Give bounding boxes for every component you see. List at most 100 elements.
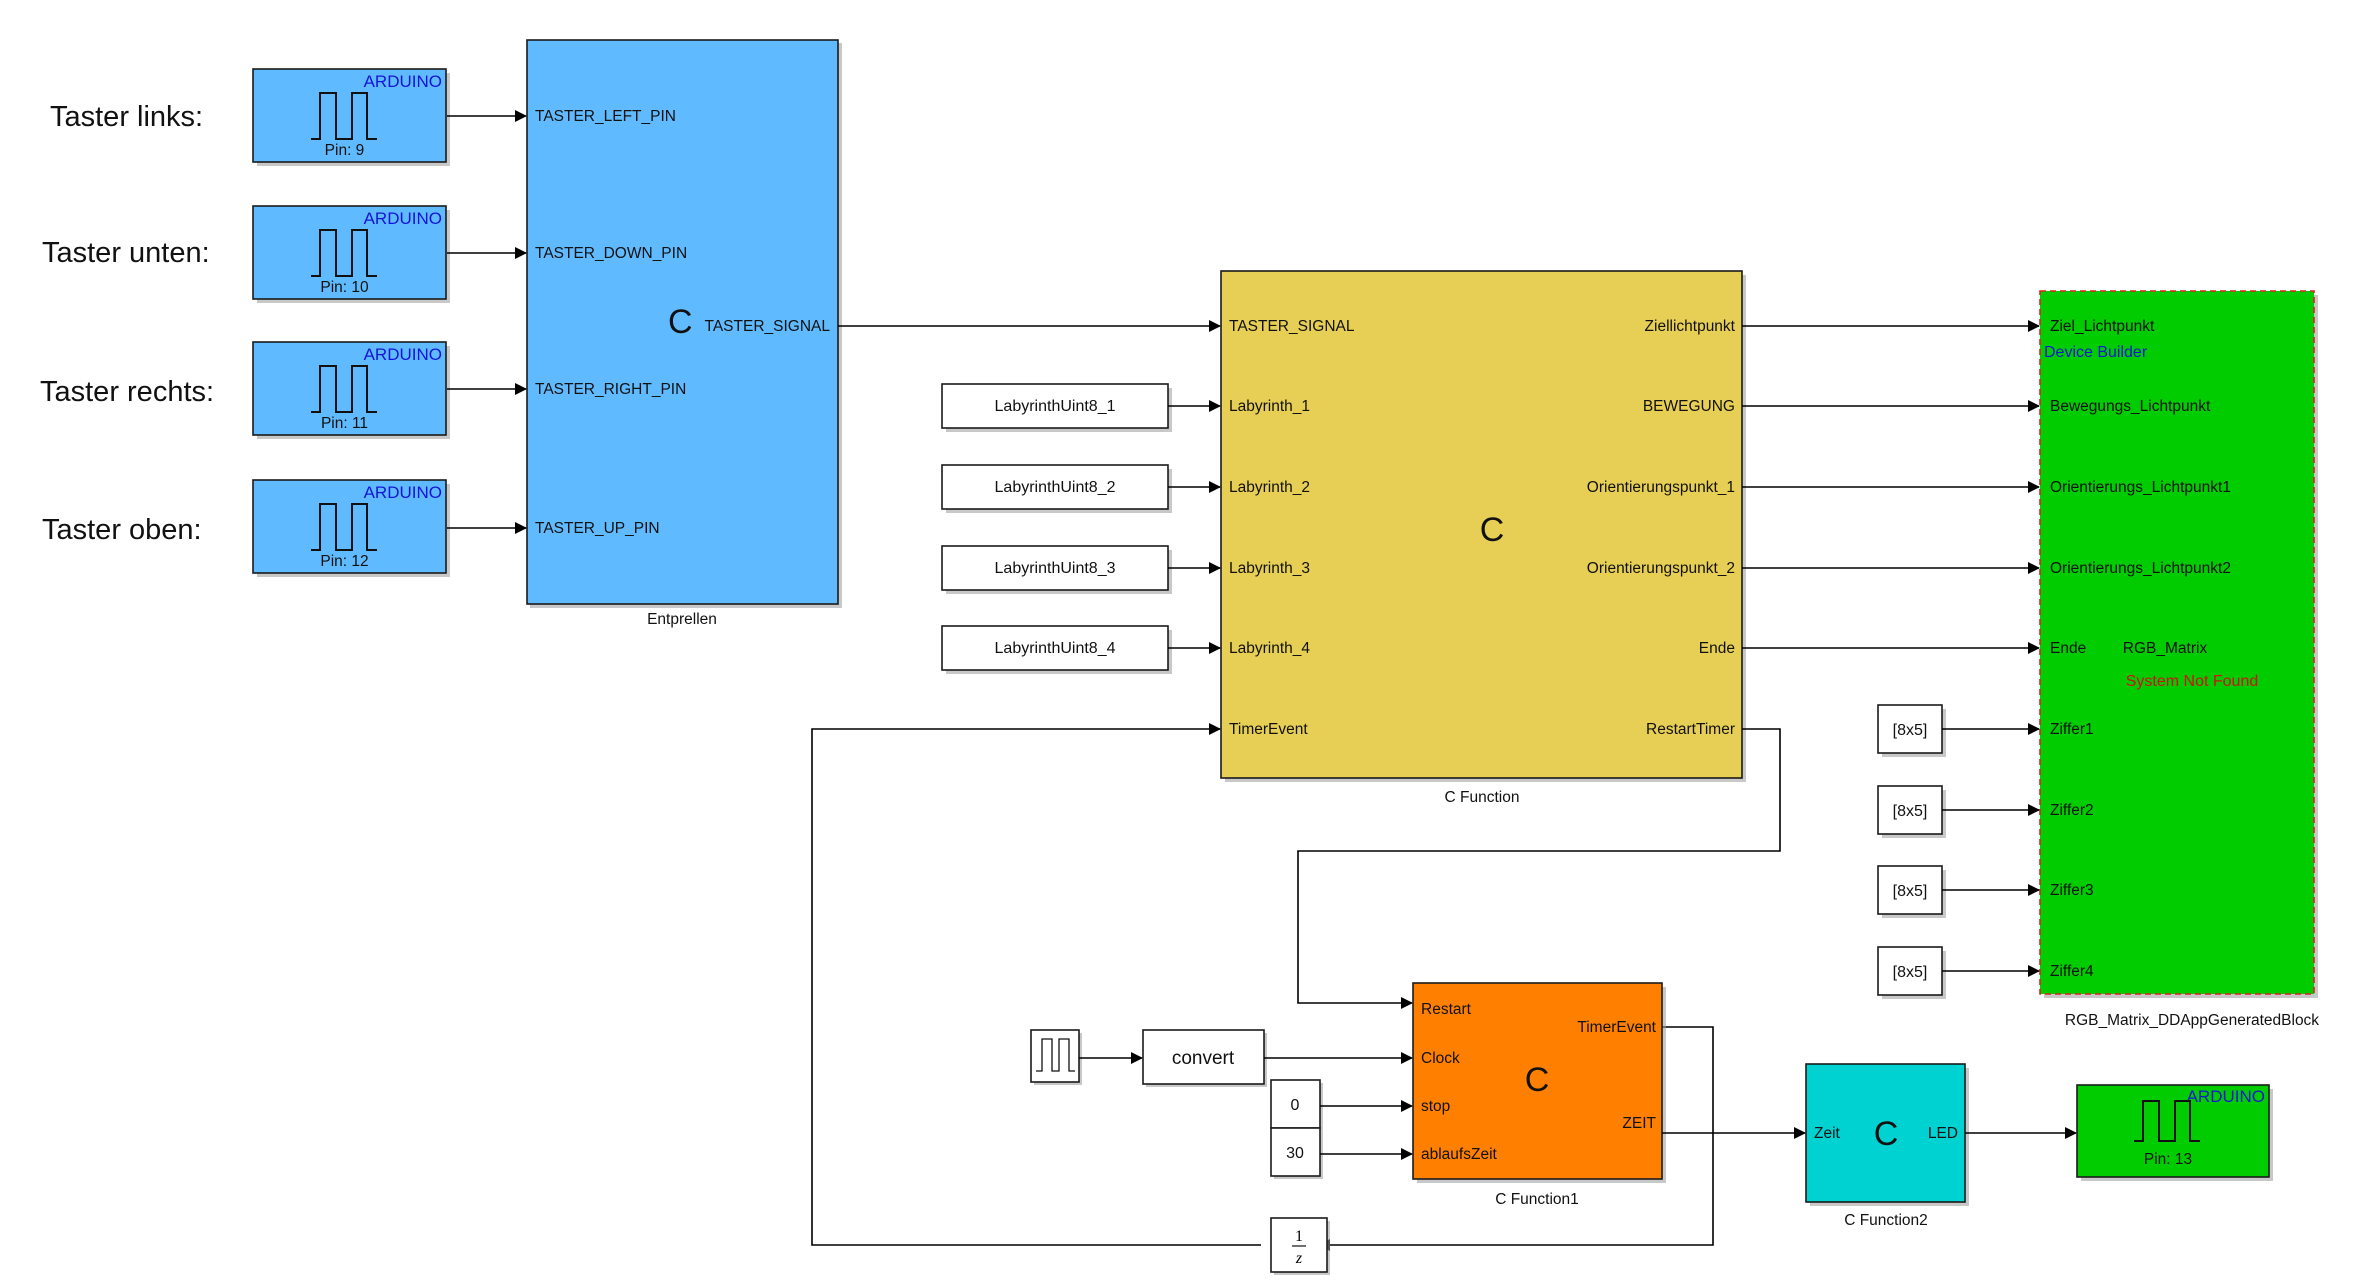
port-timer-event-out: TimerEvent bbox=[1577, 1019, 1656, 1036]
convert-block[interactable]: convert bbox=[1142, 1029, 1267, 1087]
labyrinth-constant-block[interactable]: LabyrinthUint8_2 bbox=[941, 464, 1172, 513]
port-ziffer2: Ziffer2 bbox=[2050, 802, 2094, 819]
label-taster-oben: Taster oben: bbox=[42, 514, 202, 546]
ziffer-constant-block[interactable]: [8x5] bbox=[1877, 704, 1946, 757]
label-taster-unten: Taster unten: bbox=[42, 237, 210, 269]
arduino-pin-label: Pin: 11 bbox=[321, 415, 368, 432]
ziffer-constant-block[interactable]: [8x5] bbox=[1877, 946, 1946, 999]
arduino-header: ARDUINO bbox=[364, 483, 442, 502]
port-orientierungs-lichtpunkt1: Orientierungs_Lichtpunkt1 bbox=[2050, 479, 2231, 496]
ziffer-constant-block[interactable]: [8x5] bbox=[1877, 865, 1946, 918]
port-ziffer3: Ziffer3 bbox=[2050, 882, 2094, 899]
rgb-matrix-title: RGB_Matrix bbox=[2123, 640, 2208, 657]
c-function-icon: C bbox=[668, 303, 693, 341]
digital-input-icon bbox=[311, 229, 377, 277]
port-taster-signal-out: TASTER_SIGNAL bbox=[705, 318, 831, 335]
label-taster-rechts: Taster rechts: bbox=[40, 376, 214, 408]
arduino-header: ARDUINO bbox=[364, 72, 442, 91]
port-ende-in: Ende bbox=[2050, 640, 2086, 657]
ziffer-constant-value: [8x5] bbox=[1893, 803, 1928, 820]
pulse-icon bbox=[1036, 1038, 1075, 1072]
port-ziellichtpunkt: Ziellichtpunkt bbox=[1645, 318, 1736, 335]
delay-denominator: z bbox=[1295, 1250, 1303, 1267]
c-function1-block[interactable]: Restart Clock stop ablaufsZeit TimerEven… bbox=[1412, 982, 1666, 1183]
port-ziel-lichtpunkt: Ziel_Lichtpunkt bbox=[2050, 318, 2155, 335]
c-function2-block[interactable]: Zeit C LED bbox=[1805, 1063, 1969, 1206]
labyrinth-constant-value: LabyrinthUint8_1 bbox=[995, 398, 1116, 415]
ablauf-constant-block[interactable]: 30 bbox=[1270, 1127, 1323, 1179]
port-orientierungspunkt-2: Orientierungspunkt_2 bbox=[1587, 560, 1735, 577]
label-taster-links: Taster links: bbox=[50, 101, 203, 133]
device-builder-label: Device Builder bbox=[2044, 344, 2148, 361]
port-labyrinth-3: Labyrinth_3 bbox=[1229, 560, 1310, 577]
c-function-block[interactable]: TASTER_SIGNAL Labyrinth_1 Labyrinth_2 La… bbox=[1220, 270, 1746, 782]
arduino-input-block[interactable]: ARDUINO Pin: 9 bbox=[252, 68, 450, 166]
port-taster-signal-in: TASTER_SIGNAL bbox=[1229, 318, 1355, 335]
c-function-icon: C bbox=[1480, 511, 1505, 549]
port-led-out: LED bbox=[1928, 1125, 1958, 1142]
pulse-generator-block[interactable] bbox=[1030, 1029, 1082, 1085]
c-function-icon: C bbox=[1525, 1061, 1550, 1099]
labyrinth-constant-block[interactable]: LabyrinthUint8_1 bbox=[941, 383, 1172, 432]
arduino-input-block[interactable]: ARDUINO Pin: 12 bbox=[252, 479, 450, 577]
labyrinth-constant-value: LabyrinthUint8_4 bbox=[995, 640, 1116, 657]
ziffer-constant-value: [8x5] bbox=[1893, 964, 1928, 981]
arduino-pin-label: Pin: 9 bbox=[325, 142, 365, 159]
port-restart-timer: RestartTimer bbox=[1646, 721, 1735, 738]
stop-constant-value: 0 bbox=[1291, 1097, 1300, 1114]
labyrinth-constant-value: LabyrinthUint8_2 bbox=[995, 479, 1116, 496]
port-bewegungs-lichtpunkt: Bewegungs_Lichtpunkt bbox=[2050, 398, 2211, 415]
arduino-output-pin13[interactable]: ARDUINO Pin: 13 bbox=[2076, 1084, 2273, 1181]
port-taster-up-pin: TASTER_UP_PIN bbox=[535, 520, 660, 537]
port-orientierungspunkt-1: Orientierungspunkt_1 bbox=[1587, 479, 1735, 496]
wire-delay-to-timer-event bbox=[811, 723, 1261, 1246]
labyrinth-constant-block[interactable]: LabyrinthUint8_4 bbox=[941, 625, 1172, 674]
labyrinth-constant-block[interactable]: LabyrinthUint8_3 bbox=[941, 545, 1172, 594]
stop-constant-block[interactable]: 0 bbox=[1270, 1079, 1323, 1131]
unit-delay-block[interactable]: 1 z bbox=[1270, 1217, 1330, 1275]
arduino-header: ARDUINO bbox=[2187, 1087, 2265, 1106]
arduino-header: ARDUINO bbox=[364, 209, 442, 228]
digital-input-icon bbox=[311, 503, 377, 551]
arduino-pin-label: Pin: 12 bbox=[320, 553, 368, 570]
port-ziffer1: Ziffer1 bbox=[2050, 721, 2094, 738]
port-ablaufszeit: ablaufsZeit bbox=[1421, 1146, 1498, 1163]
digital-output-icon bbox=[2134, 1100, 2200, 1142]
port-labyrinth-1: Labyrinth_1 bbox=[1229, 398, 1310, 415]
port-zeit-in: Zeit bbox=[1814, 1125, 1841, 1142]
port-taster-left-pin: TASTER_LEFT_PIN bbox=[535, 108, 676, 125]
port-ende: Ende bbox=[1699, 640, 1735, 657]
labyrinth-constant-value: LabyrinthUint8_3 bbox=[995, 560, 1116, 577]
system-not-found-status: System Not Found bbox=[2126, 673, 2259, 690]
ziffer-constant-value: [8x5] bbox=[1893, 722, 1928, 739]
arduino-input-block[interactable]: ARDUINO Pin: 10 bbox=[252, 205, 450, 303]
delay-numerator: 1 bbox=[1295, 1228, 1303, 1245]
entprellen-block[interactable]: TASTER_LEFT_PIN TASTER_DOWN_PIN TASTER_R… bbox=[526, 39, 842, 608]
ziffer-constant-block[interactable]: [8x5] bbox=[1877, 785, 1946, 838]
port-ziffer4: Ziffer4 bbox=[2050, 963, 2094, 980]
c-function1-label: C Function1 bbox=[1495, 1191, 1579, 1208]
c-function-label: C Function bbox=[1445, 789, 1520, 806]
digital-input-icon bbox=[311, 92, 377, 140]
port-bewegung: BEWEGUNG bbox=[1643, 398, 1735, 415]
c-function2-label: C Function2 bbox=[1844, 1212, 1928, 1229]
port-zeit-out: ZEIT bbox=[1622, 1115, 1656, 1132]
ziffer-constant-value: [8x5] bbox=[1893, 883, 1928, 900]
digital-input-icon bbox=[311, 365, 377, 413]
arduino-pin-label: Pin: 10 bbox=[320, 279, 369, 296]
convert-label: convert bbox=[1172, 1048, 1235, 1069]
rgb-matrix-label: RGB_Matrix_DDAppGeneratedBlock bbox=[2065, 1012, 2319, 1029]
ablauf-constant-value: 30 bbox=[1286, 1145, 1304, 1162]
port-labyrinth-2: Labyrinth_2 bbox=[1229, 479, 1310, 496]
port-orientierungs-lichtpunkt2: Orientierungs_Lichtpunkt2 bbox=[2050, 560, 2231, 577]
port-taster-down-pin: TASTER_DOWN_PIN bbox=[535, 245, 687, 262]
wire-restart-timer bbox=[1297, 728, 1781, 1009]
rgb-matrix-block[interactable]: Ziel_Lichtpunkt Device Builder Bewegungs… bbox=[2039, 290, 2318, 998]
port-labyrinth-4: Labyrinth_4 bbox=[1229, 640, 1310, 657]
port-timer-event-in: TimerEvent bbox=[1229, 721, 1308, 738]
c-function-icon: C bbox=[1874, 1115, 1899, 1153]
port-restart: Restart bbox=[1421, 1001, 1472, 1018]
arduino-pin-label: Pin: 13 bbox=[2144, 1151, 2192, 1168]
